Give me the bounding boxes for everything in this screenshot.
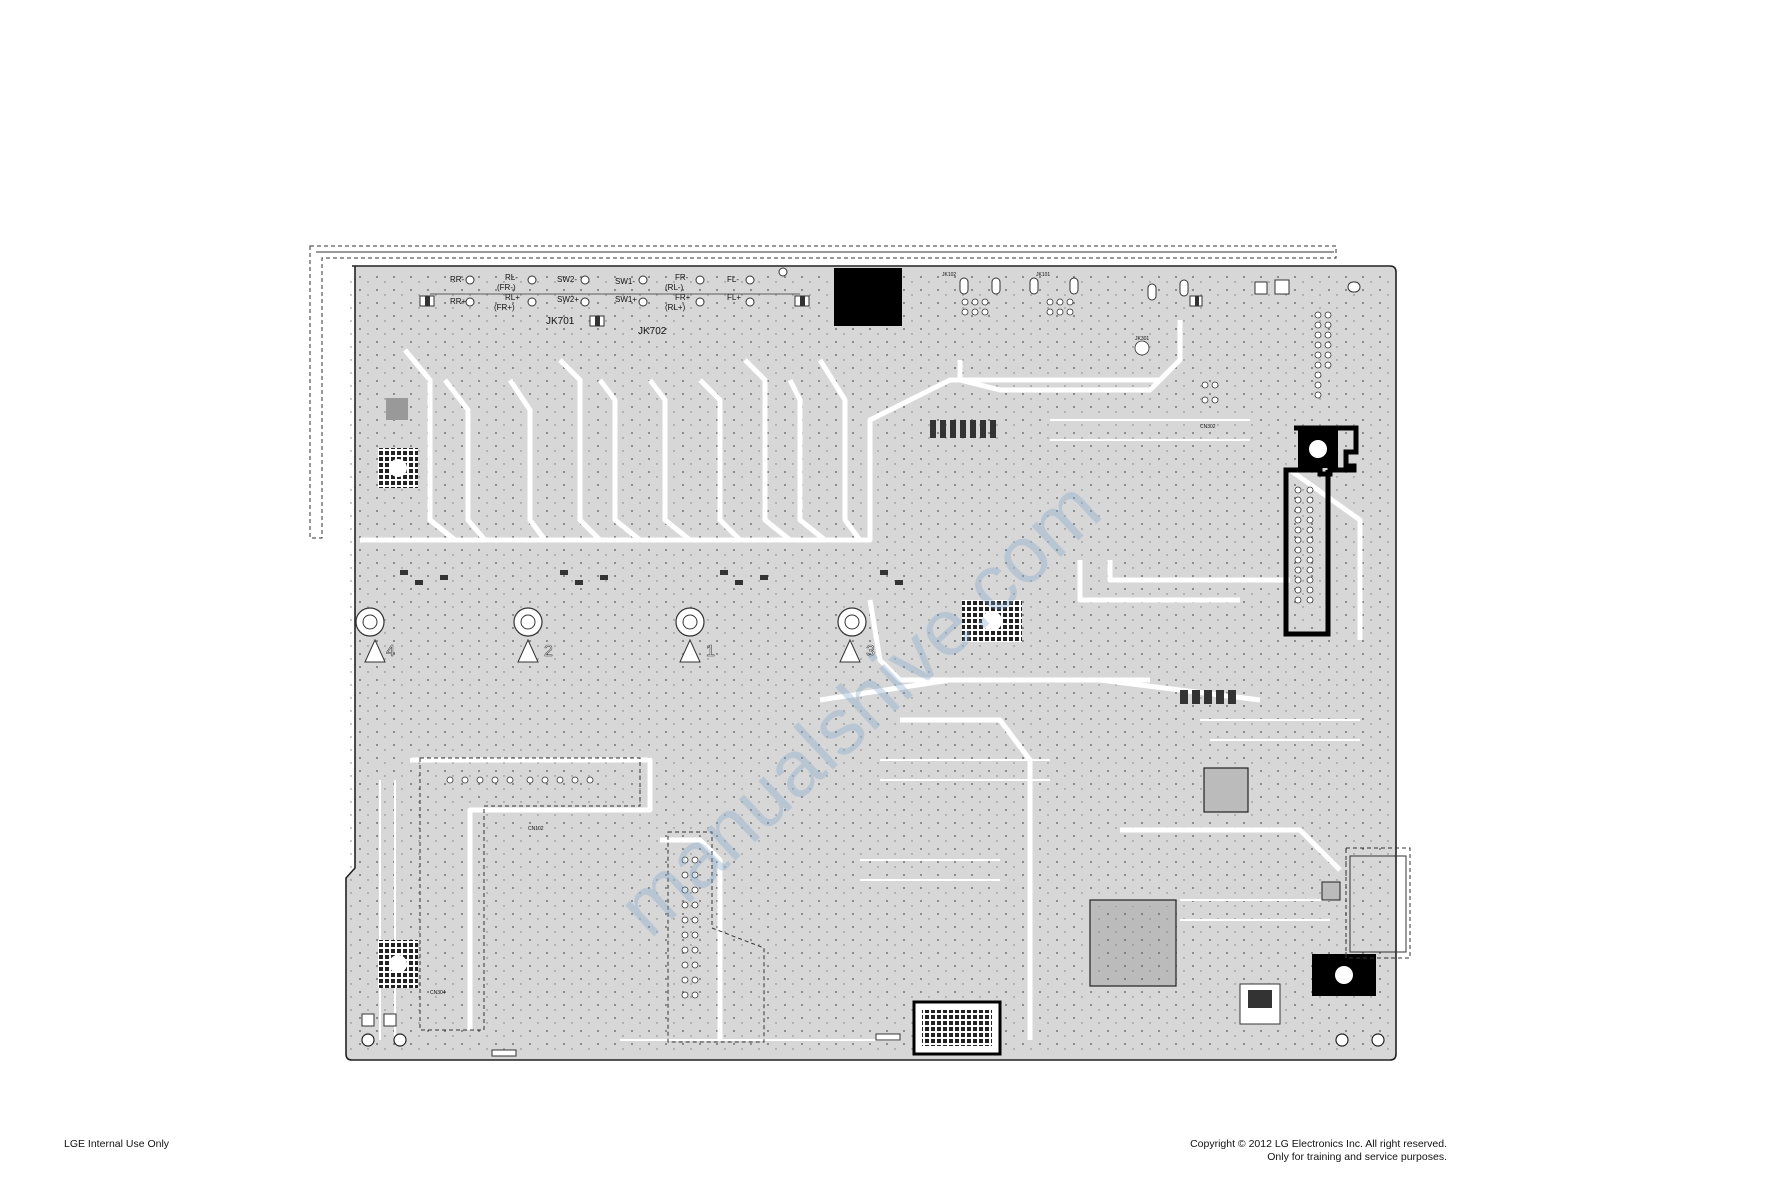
terminal-sw1-plus: SW1+ [615, 295, 637, 304]
connector-jk301-label: JK301 [1135, 336, 1149, 342]
terminal-rr-plus: RR+ [450, 297, 467, 306]
terminal-rl-plus: RL+ [505, 293, 520, 302]
terminal-sw2-minus: SW2- [557, 275, 577, 284]
connector-cn102-label: CN102 [528, 826, 544, 832]
terminal-fr-plus-alt: (FR+) [494, 303, 515, 312]
terminal-fr-plus: FR+ [675, 293, 691, 302]
connector-jk102-label: JK102 [942, 272, 956, 278]
terminal-rl-plus-alt: (RL+) [665, 303, 686, 312]
terminal-fl-plus: FL+ [727, 293, 741, 302]
ic-small-right [1321, 881, 1341, 901]
terminal-rl-minus: RL- [505, 273, 518, 282]
terminal-fr-minus: FR- [675, 273, 689, 282]
sub-board-outline [309, 245, 1337, 539]
heatsink-block [834, 268, 902, 326]
footer-copyright: Copyright © 2012 LG Electronics Inc. All… [1190, 1138, 1447, 1164]
connector-cn302-label: CN302 [1200, 424, 1216, 430]
terminal-fr-minus-alt: (FR-) [497, 283, 516, 292]
ic-qfp-right [1203, 767, 1249, 813]
channel-4-label: 4 [386, 643, 395, 660]
channel-heatsinks [355, 607, 867, 637]
terminal-sw2-plus: SW2+ [557, 295, 579, 304]
copyright-line: Copyright © 2012 LG Electronics Inc. All… [1190, 1138, 1447, 1150]
terminal-fl-minus: FL- [727, 275, 739, 284]
connector-jk101-label: JK101 [1036, 272, 1050, 278]
footer-internal-use: LGE Internal Use Only [64, 1138, 169, 1151]
jack-jk701-label: JK701 [546, 316, 575, 327]
channel-2-label: 2 [544, 643, 553, 660]
connector-cn304-label: CN304 [430, 990, 446, 996]
jack-jk702-label: JK702 [638, 326, 667, 337]
traces [360, 320, 1363, 1040]
speaker-terminals: RR- RL- (FR-) SW2- SW1- FR- (RL-) FL- RR… [450, 273, 741, 312]
terminal-rl-minus-alt: (RL-) [665, 283, 684, 292]
connector-frame-right [1283, 425, 1359, 637]
channel-3-label: 3 [866, 643, 875, 660]
terminal-sw1-minus: SW1- [615, 277, 635, 286]
footer-left-text: LGE Internal Use Only [64, 1138, 170, 1150]
usage-note-line: Only for training and service purposes. [1267, 1151, 1447, 1163]
channel-1-label: 1 [706, 643, 715, 660]
terminal-rr-minus: RR- [450, 275, 465, 284]
